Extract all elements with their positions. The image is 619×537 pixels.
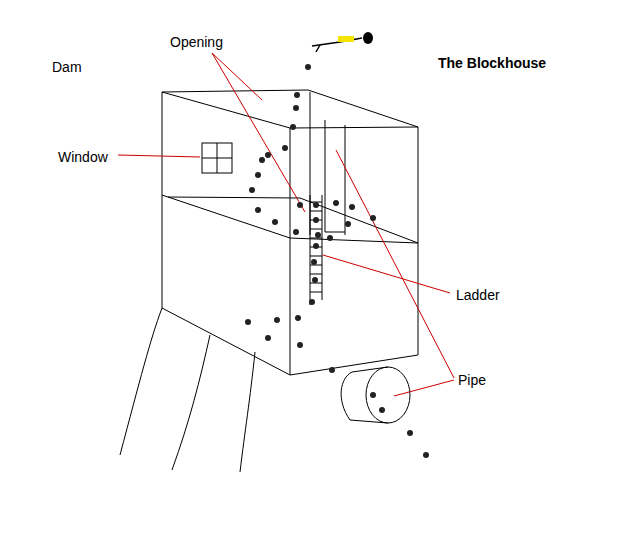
part-label: Opening — [170, 35, 223, 50]
dot — [294, 92, 300, 98]
dot — [345, 221, 351, 227]
dot — [297, 202, 303, 208]
leader-lines — [118, 53, 454, 396]
dot — [407, 430, 413, 436]
dot — [311, 259, 317, 265]
ladder-rung — [310, 292, 322, 293]
dots — [245, 64, 429, 458]
dot — [313, 217, 319, 223]
person-head — [363, 32, 373, 44]
part-label: Pipe — [458, 373, 486, 388]
dot — [305, 64, 311, 70]
dot — [315, 232, 321, 238]
dot — [329, 367, 335, 373]
dot — [293, 105, 299, 111]
dot — [274, 317, 280, 323]
dot — [272, 219, 278, 225]
dot — [297, 342, 303, 348]
dot — [265, 335, 271, 341]
ladder-rung — [310, 238, 322, 239]
dot — [259, 157, 265, 163]
dot — [313, 202, 319, 208]
dot — [282, 145, 288, 151]
ladder-rung — [310, 211, 322, 212]
dot — [312, 277, 318, 283]
title: The Blockhouse — [438, 56, 546, 71]
window — [202, 143, 232, 173]
dot — [295, 315, 301, 321]
ladder-rung — [310, 274, 322, 275]
dot — [379, 407, 385, 413]
dot — [290, 124, 296, 130]
roof — [162, 90, 418, 128]
ladder-rung — [310, 265, 322, 266]
dot — [370, 215, 376, 221]
dot — [309, 299, 315, 305]
dot — [370, 392, 376, 398]
person-figure — [312, 38, 362, 52]
dot — [423, 452, 429, 458]
dot — [349, 204, 355, 210]
dot — [313, 243, 319, 249]
dot — [255, 172, 261, 178]
dot — [293, 229, 299, 235]
dot — [249, 187, 255, 193]
ladder-rung — [310, 229, 322, 230]
part-label: Ladder — [456, 288, 500, 303]
part-label: Dam — [52, 60, 82, 75]
dot — [265, 152, 271, 158]
person-body — [338, 36, 354, 42]
dot — [255, 207, 261, 213]
dot — [333, 200, 339, 206]
dot — [327, 235, 333, 241]
part-label: Window — [58, 150, 108, 165]
dot — [245, 319, 251, 325]
ladder-rung — [310, 256, 322, 257]
